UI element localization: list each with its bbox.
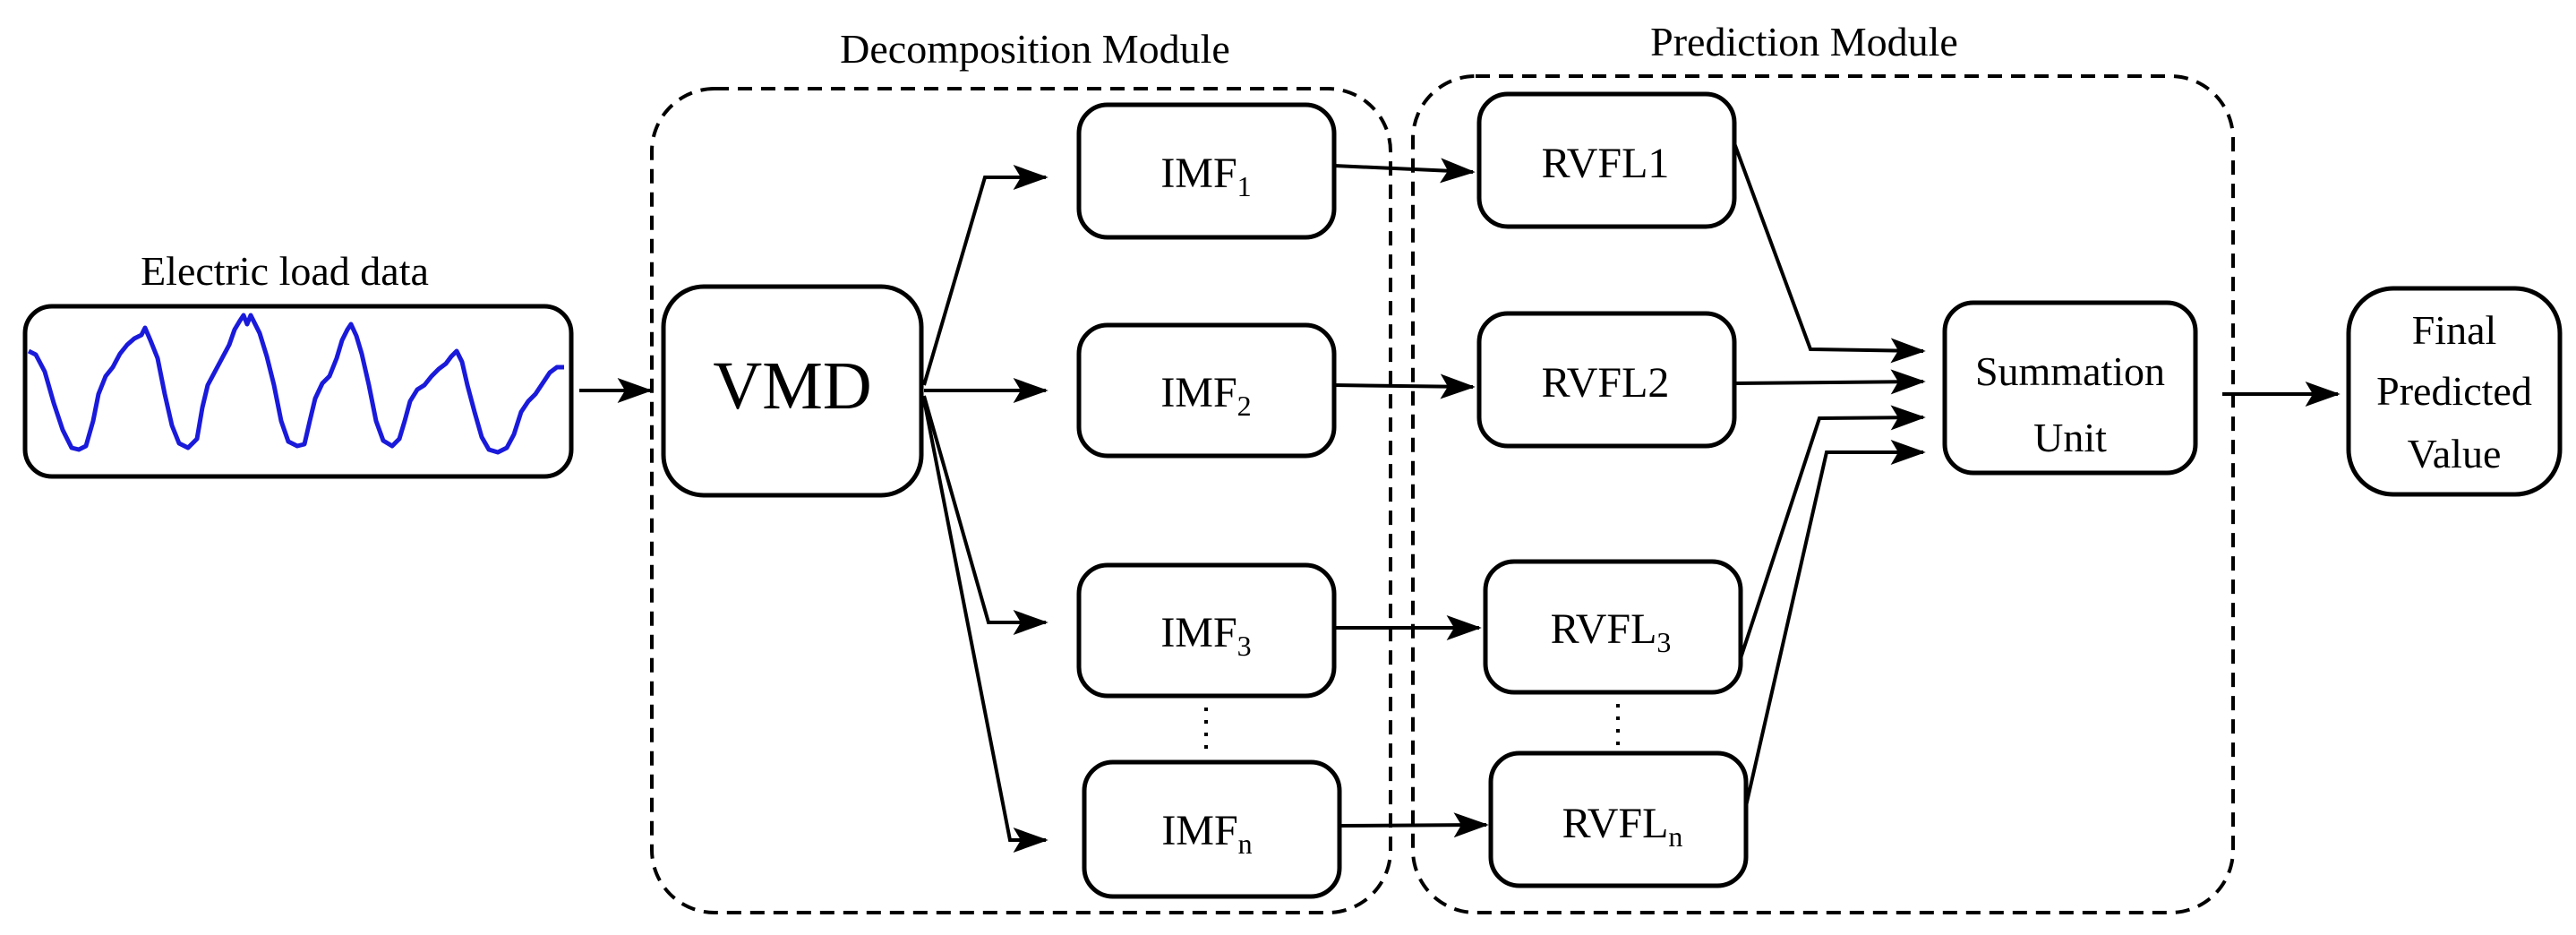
arrow-imfn-to-rvfln	[1339, 812, 1489, 838]
arrow-imf2-to-rvfl2	[1333, 373, 1476, 399]
rvfl-3-subscript: 3	[1656, 626, 1671, 658]
rvfl-1-subscript: 1	[1647, 140, 1669, 187]
input-title: Electric load data	[141, 248, 429, 294]
decomposition-module-title: Decomposition Module	[840, 26, 1230, 72]
electric-load-box	[22, 304, 574, 479]
arrow-rvfln-to-summation	[1744, 440, 1926, 807]
arrow-rvfl1-to-summation	[1733, 142, 1926, 364]
svg-text:IMF3: IMF3	[1160, 609, 1251, 662]
imf-1-box: IMF1	[1076, 102, 1337, 240]
prediction-module-frame	[1411, 74, 2235, 914]
rvfl-2-box: RVFL2	[1476, 311, 1737, 449]
imf-3-box: IMF3	[1076, 562, 1337, 699]
svg-text:RVFL2: RVFL2	[1542, 359, 1670, 407]
arrow-vmd-to-imf3	[922, 395, 1048, 635]
rvfl-n-label: RVFL	[1562, 800, 1669, 847]
svg-text:RVFLn: RVFLn	[1562, 800, 1683, 853]
svg-text:RVFL3: RVFL3	[1551, 605, 1672, 658]
rvfl-n-box: RVFLn	[1488, 751, 1749, 888]
rvfl-2-label: RVFL	[1542, 359, 1648, 407]
imf-2-label: IMF	[1160, 369, 1237, 416]
rvfl-2-subscript: 2	[1647, 359, 1669, 407]
output-line2: Predicted	[2376, 368, 2532, 414]
svg-text:IMFn: IMFn	[1161, 807, 1252, 860]
imf-1-label: IMF	[1160, 150, 1237, 197]
arrow-rvfl2-to-summation	[1733, 369, 1926, 395]
imf-2-subscript: 2	[1237, 390, 1252, 422]
imf-1-subscript: 1	[1237, 170, 1252, 202]
svg-text:IMF2: IMF2	[1160, 369, 1251, 422]
final-predicted-value-box	[2346, 286, 2563, 497]
imf-n-subscript: n	[1238, 828, 1253, 860]
rvfl-n-subscript: n	[1668, 820, 1682, 853]
rvfl-1-box: RVFL1	[1476, 91, 1737, 229]
imf-n-box: IMFn	[1082, 759, 1342, 899]
arrow-imf1-to-rvfl1	[1333, 158, 1476, 184]
imf-3-label: IMF	[1160, 609, 1237, 656]
summation-line2: Unit	[2033, 415, 2107, 460]
svg-text:IMF1: IMF1	[1160, 150, 1251, 202]
rvfl-3-label: RVFL	[1551, 605, 1657, 653]
decomposition-module-frame	[650, 87, 1392, 914]
imf-2-box: IMF2	[1076, 322, 1337, 459]
rvfl-3-box: RVFL3	[1483, 559, 1743, 695]
imf-n-label: IMF	[1161, 807, 1237, 854]
output-line1: Final	[2412, 307, 2497, 353]
arrow-vmd-to-imfn	[922, 399, 1048, 853]
arrow-vmd-to-imf1	[922, 165, 1048, 386]
prediction-module-title: Prediction Module	[1650, 19, 1958, 64]
summation-unit-box	[1942, 300, 2198, 476]
rvfl-1-label: RVFL	[1542, 140, 1648, 187]
electric-load-signal	[27, 313, 564, 455]
output-line3: Value	[2408, 431, 2502, 476]
arrow-rvfl3-to-summation	[1739, 405, 1926, 659]
vmd-label: VMD	[713, 348, 871, 424]
svg-text:RVFL1: RVFL1	[1542, 140, 1670, 187]
summation-line1: Summation	[1975, 348, 2165, 394]
imf-3-subscript: 3	[1237, 630, 1252, 662]
vmd-box	[661, 284, 924, 498]
